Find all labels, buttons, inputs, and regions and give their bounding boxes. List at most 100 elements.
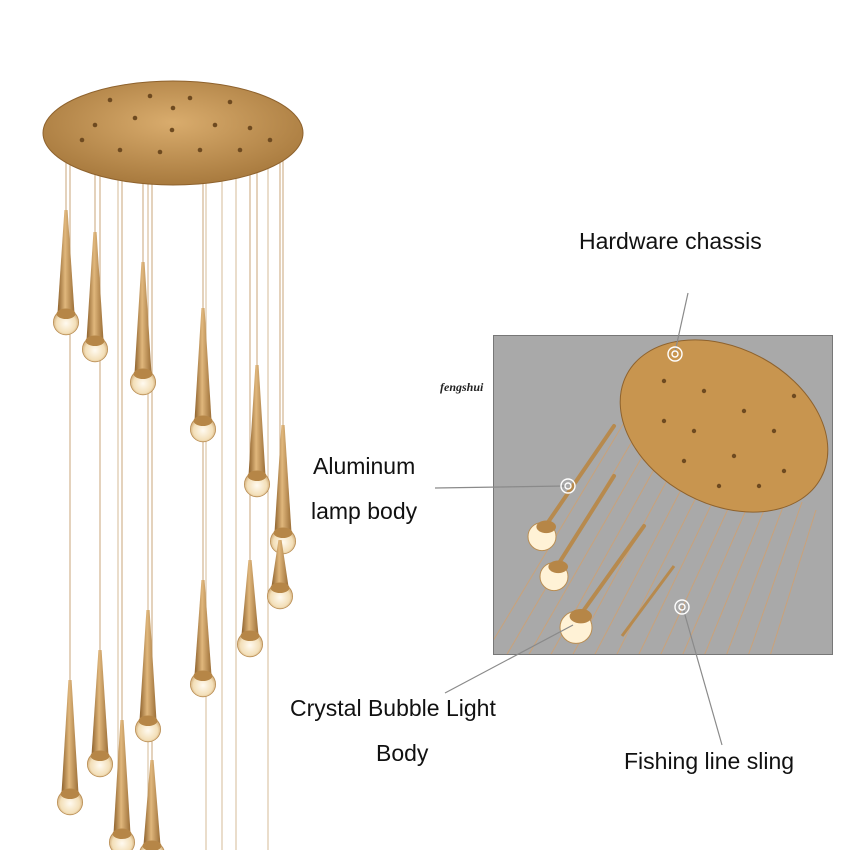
detail-hole-4 xyxy=(691,428,697,434)
detail-pendant-1 xyxy=(539,474,616,592)
label-fishing-line: Fishing line sling xyxy=(624,748,795,774)
pendant-1 xyxy=(82,232,109,363)
pendant-11 xyxy=(57,680,84,816)
pendant-11-neck xyxy=(61,680,79,792)
plate-hole-12 xyxy=(237,147,243,153)
pendant-6-collar xyxy=(270,582,290,594)
detail-wire-11 xyxy=(726,493,789,654)
pendant-8-neck xyxy=(194,580,212,674)
detail-pendant-2-stem xyxy=(574,524,646,623)
plate-hole-6 xyxy=(169,127,175,133)
detail-pendant-2 xyxy=(559,524,646,644)
plate-hole-4 xyxy=(92,122,98,128)
pendant-11-collar xyxy=(60,788,80,800)
detail-wire-12 xyxy=(748,501,803,654)
pendant-10-neck xyxy=(91,650,109,754)
target-hardware-outer xyxy=(667,346,683,362)
pointer-line-crystal xyxy=(444,624,574,694)
target-fishing-inner xyxy=(678,603,686,611)
pointer-line-hardware xyxy=(674,292,689,353)
detail-hole-10 xyxy=(716,483,722,489)
detail-pendant-0-collar xyxy=(536,520,556,534)
pendant-5-neck xyxy=(274,425,292,531)
target-hardware-inner xyxy=(671,350,679,358)
label-hardware-chassis: Hardware chassis xyxy=(579,228,762,254)
pendant-13-neck xyxy=(143,760,161,844)
ceiling-plate xyxy=(42,80,304,186)
detail-hole-6 xyxy=(781,468,787,474)
detail-plate-holes xyxy=(661,378,797,489)
plate-hole-0 xyxy=(107,97,113,103)
detail-hole-3 xyxy=(771,428,777,434)
detail-wire-13 xyxy=(770,509,817,654)
pendant-7-collar xyxy=(240,630,260,642)
pendant-5 xyxy=(269,425,296,555)
target-aluminum-inner xyxy=(564,482,572,490)
detail-pendant-2-collar xyxy=(569,609,592,624)
pendant-10 xyxy=(87,650,114,778)
pendant-0 xyxy=(53,210,80,336)
pendant-7 xyxy=(236,560,263,658)
label-aluminum-line2: lamp body xyxy=(311,498,418,524)
detail-inset xyxy=(493,335,833,655)
pendant-8-collar xyxy=(193,670,213,682)
detail-pendant-1-stem xyxy=(552,474,616,573)
pendant-12 xyxy=(109,720,135,850)
pendant-2-neck xyxy=(134,262,152,372)
detail-wire-2 xyxy=(528,421,663,654)
pendant-12-collar xyxy=(112,828,132,840)
pendant-9-collar xyxy=(138,715,158,727)
detail-pendant-3-stem xyxy=(620,565,676,637)
pendant-2 xyxy=(129,262,156,396)
detail-hole-9 xyxy=(756,483,762,489)
plate-hole-2 xyxy=(187,95,193,101)
detail-drawing xyxy=(494,339,829,654)
pointer-line-fishing xyxy=(682,607,723,746)
pendant-2-collar xyxy=(133,368,153,380)
pendant-12-neck xyxy=(113,720,131,832)
pendant-drops xyxy=(53,210,296,850)
pendant-9 xyxy=(134,610,161,743)
detail-hole-7 xyxy=(661,418,667,424)
plate-hole-8 xyxy=(247,125,253,131)
pendant-3-collar xyxy=(193,415,213,427)
pendant-10-collar xyxy=(90,750,110,762)
detail-hole-11 xyxy=(681,458,687,464)
pendant-3-neck xyxy=(194,308,212,419)
plate-hole-11 xyxy=(197,147,203,153)
pendant-13 xyxy=(139,760,165,850)
pendant-5-collar xyxy=(273,527,293,539)
detail-pendant-0 xyxy=(527,424,616,552)
plate-hole-9 xyxy=(117,147,123,153)
pendant-0-neck xyxy=(57,210,75,312)
detail-pendant-drops xyxy=(527,424,676,644)
plate-hole-13 xyxy=(79,137,85,143)
plate-hole-10 xyxy=(157,149,163,155)
label-aluminum-line1: Aluminum xyxy=(313,453,416,479)
pendant-6-neck xyxy=(271,540,289,586)
pendant-7-neck xyxy=(241,560,259,634)
detail-hole-2 xyxy=(741,408,747,414)
label-crystal-line2: Body xyxy=(376,740,429,766)
plate-hole-1 xyxy=(147,93,153,99)
target-fishing-outer xyxy=(674,599,690,615)
detail-hole-1 xyxy=(701,388,707,394)
detail-hole-8 xyxy=(791,393,797,399)
plate-holes xyxy=(79,93,273,155)
detail-wire-10 xyxy=(704,485,775,654)
target-aluminum-outer xyxy=(560,478,576,494)
plate-hole-3 xyxy=(227,99,233,105)
pendant-1-neck xyxy=(86,232,104,339)
pendant-13-collar xyxy=(142,840,162,850)
label-crystal-line1: Crystal Bubble Light xyxy=(290,695,496,721)
detail-pendant-1-collar xyxy=(548,560,568,574)
plate-hole-5 xyxy=(132,115,138,121)
pendant-9-neck xyxy=(139,610,157,719)
pendant-0-collar xyxy=(56,308,76,320)
pendant-1-collar xyxy=(85,335,105,347)
detail-wires xyxy=(494,405,817,654)
watermark-text: fengshui xyxy=(440,380,484,394)
detail-hole-5 xyxy=(731,453,737,459)
